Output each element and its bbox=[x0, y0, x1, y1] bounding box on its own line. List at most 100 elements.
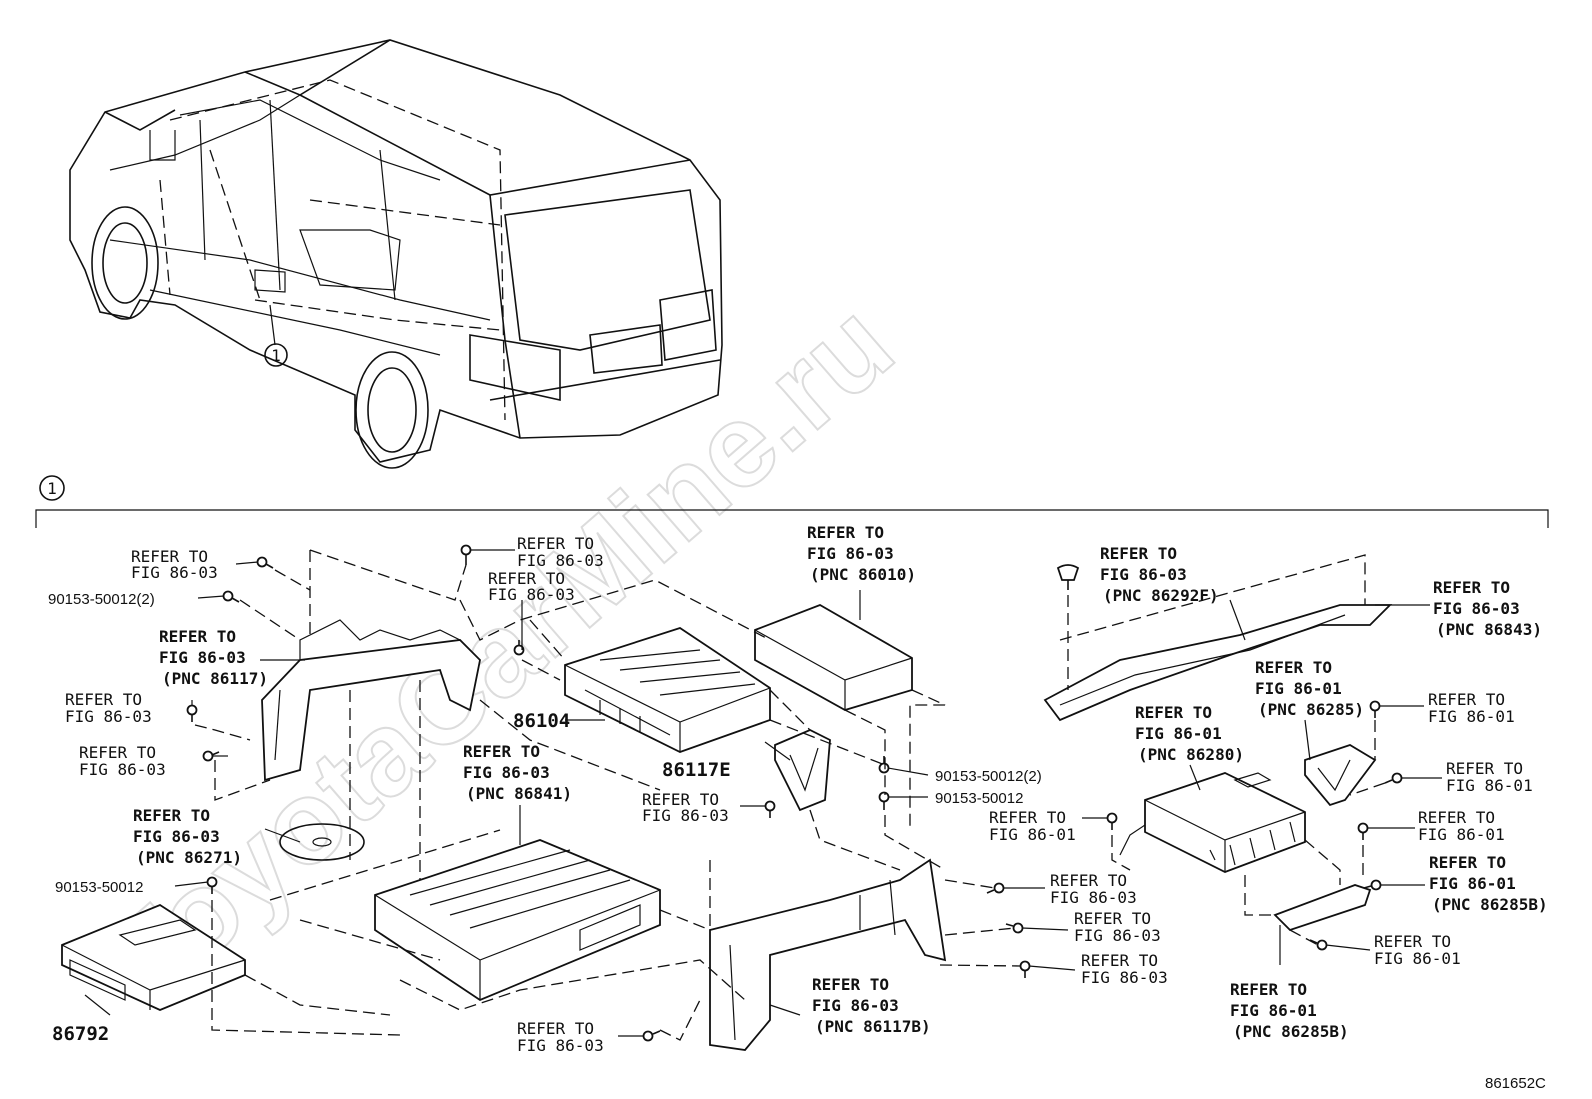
bolt-icon bbox=[1019, 960, 1031, 978]
refer-label-r24-line3: (PNC 86117B) bbox=[815, 1017, 931, 1036]
callout-number-vehicle: 1 bbox=[271, 346, 281, 365]
part-label-p3: 86117E bbox=[662, 759, 731, 781]
bracket-86117 bbox=[261, 619, 481, 782]
bracket-86285 bbox=[1304, 744, 1377, 807]
refer-label-r10-line3: (PNC 86841) bbox=[466, 784, 572, 803]
refer-label-r14-line3: (PNC 86280) bbox=[1138, 745, 1244, 764]
refer-label-r3-line2: FIG 86-03 bbox=[488, 585, 575, 604]
bolt-icon bbox=[878, 756, 890, 774]
disc-86271 bbox=[279, 823, 365, 861]
refer-label-r9-line1: REFER TO bbox=[79, 743, 156, 762]
refer-label-r22-line1: REFER TO bbox=[1429, 853, 1506, 872]
refer-label-r3-line1: REFER TO bbox=[488, 569, 565, 588]
refer-label-r21-line1: REFER TO bbox=[1081, 951, 1158, 970]
refer-label-r2-line2: FIG 86-03 bbox=[517, 551, 604, 570]
unit-86280 bbox=[1119, 772, 1306, 873]
refer-label-r10-line2: FIG 86-03 bbox=[463, 763, 550, 782]
bolt-icon bbox=[642, 1030, 661, 1042]
bracket-86285b bbox=[1273, 884, 1372, 932]
refer-label-r24-line1: REFER TO bbox=[812, 975, 889, 994]
leader-lines bbox=[84, 549, 1442, 1037]
part-label-p4: 90153-50012(2) bbox=[935, 768, 1042, 785]
refer-label-r19-line1: REFER TO bbox=[1050, 871, 1127, 890]
refer-label-r16-line2: FIG 86-03 bbox=[133, 827, 220, 846]
part-label-p5: 90153-50012 bbox=[935, 790, 1023, 807]
refer-label-r1-line1: REFER TO bbox=[131, 547, 208, 566]
refer-label-r16-line3: (PNC 86271) bbox=[136, 848, 242, 867]
callout-circle-section bbox=[39, 475, 65, 501]
refer-label-r23-line1: REFER TO bbox=[1374, 932, 1451, 951]
clip-icon bbox=[1056, 564, 1080, 590]
refer-label-r19-line2: FIG 86-03 bbox=[1050, 888, 1137, 907]
refer-label-r21-line2: FIG 86-03 bbox=[1081, 968, 1168, 987]
bolt-icon bbox=[1384, 772, 1403, 784]
part-label-p2: 86104 bbox=[513, 710, 570, 732]
refer-label-r14-line2: FIG 86-01 bbox=[1135, 724, 1222, 743]
refer-label-r12-line3: (PNC 86285) bbox=[1258, 700, 1364, 719]
refer-label-r18-line1: REFER TO bbox=[1418, 808, 1495, 827]
refer-label-r9-line2: FIG 86-03 bbox=[79, 760, 166, 779]
part-label-p1: 90153-50012(2) bbox=[48, 591, 155, 608]
refer-label-r22-line3: (PNC 86285B) bbox=[1432, 895, 1548, 914]
refer-label-r22-line2: FIG 86-01 bbox=[1429, 874, 1516, 893]
refer-label-r25-line1: REFER TO bbox=[517, 1019, 594, 1038]
refer-label-r12-line1: REFER TO bbox=[1255, 658, 1332, 677]
refer-label-r26-line1: REFER TO bbox=[1230, 980, 1307, 999]
part-label-p7: 86792 bbox=[52, 1023, 109, 1045]
refer-label-r1-line2: FIG 86-03 bbox=[131, 563, 218, 582]
bolt-icon bbox=[256, 556, 274, 569]
refer-label-r26-line3: (PNC 86285B) bbox=[1233, 1022, 1349, 1041]
refer-label-r7-line2: FIG 86-03 bbox=[159, 648, 246, 667]
refer-label-r17-line1: REFER TO bbox=[989, 808, 1066, 827]
callout-circle-vehicle bbox=[264, 343, 288, 367]
bolt-icon bbox=[878, 791, 890, 810]
callout-number-section: 1 bbox=[47, 479, 57, 498]
refer-label-r15-line2: FIG 86-01 bbox=[1446, 776, 1533, 795]
refer-label-r20-line1: REFER TO bbox=[1074, 909, 1151, 928]
refer-label-r8-line2: FIG 86-03 bbox=[65, 707, 152, 726]
bolt-icon bbox=[1363, 879, 1382, 891]
refer-label-r2-line1: REFER TO bbox=[517, 534, 594, 553]
refer-label-r7-line1: REFER TO bbox=[159, 627, 236, 646]
bolt-icon bbox=[764, 800, 776, 818]
refer-label-r6-line2: FIG 86-03 bbox=[1433, 599, 1520, 618]
refer-label-r13-line1: REFER TO bbox=[1428, 690, 1505, 709]
refer-label-r8-line1: REFER TO bbox=[65, 690, 142, 709]
amplifier-86841 bbox=[374, 839, 661, 1002]
refer-label-r12-line2: FIG 86-01 bbox=[1255, 679, 1342, 698]
bolt-icon bbox=[202, 750, 220, 762]
vehicle-illustration: 1 bbox=[69, 39, 723, 469]
refer-label-r15-line1: REFER TO bbox=[1446, 759, 1523, 778]
bolt-icon bbox=[1369, 700, 1381, 718]
refer-label-r17-line2: FIG 86-01 bbox=[989, 825, 1076, 844]
bracket-86117b bbox=[709, 858, 947, 1051]
refer-label-r14-line1: REFER TO bbox=[1135, 703, 1212, 722]
part-label-p6: 90153-50012 bbox=[55, 879, 143, 896]
rail-86292f bbox=[1043, 604, 1393, 722]
section-frame: 1 bbox=[35, 475, 1549, 528]
refer-label-r5-line2: FIG 86-03 bbox=[1100, 565, 1187, 584]
box-86010 bbox=[754, 604, 913, 711]
refer-label-r11-line1: REFER TO bbox=[642, 790, 719, 809]
refer-label-r7-line3: (PNC 86117) bbox=[162, 669, 268, 688]
refer-label-r16-line1: REFER TO bbox=[133, 806, 210, 825]
bolt-icon bbox=[986, 882, 1005, 894]
figure-code: 861652C bbox=[1485, 1075, 1546, 1092]
refer-label-r24-line2: FIG 86-03 bbox=[812, 996, 899, 1015]
refer-label-r6-line1: REFER TO bbox=[1433, 578, 1510, 597]
assembly-lines bbox=[194, 549, 1386, 1041]
refer-label-r10-line1: REFER TO bbox=[463, 742, 540, 761]
refer-label-r13-line2: FIG 86-01 bbox=[1428, 707, 1515, 726]
refer-label-r6-line3: (PNC 86843) bbox=[1436, 620, 1542, 639]
bolt-icon bbox=[186, 704, 198, 722]
bolt-icon bbox=[460, 544, 472, 565]
bolt-icon bbox=[513, 640, 525, 656]
refer-label-r5-line3: (PNC 86292F) bbox=[1103, 586, 1219, 605]
bolt-icon bbox=[1106, 812, 1118, 830]
refer-label-r18-line2: FIG 86-01 bbox=[1418, 825, 1505, 844]
bolt-icon bbox=[1357, 822, 1369, 840]
refer-label-r5-line1: REFER TO bbox=[1100, 544, 1177, 563]
refer-label-r23-line2: FIG 86-01 bbox=[1374, 949, 1461, 968]
labels: REFER TO FIG 86-03 REFER TO FIG 86-03 RE… bbox=[48, 523, 1548, 1092]
